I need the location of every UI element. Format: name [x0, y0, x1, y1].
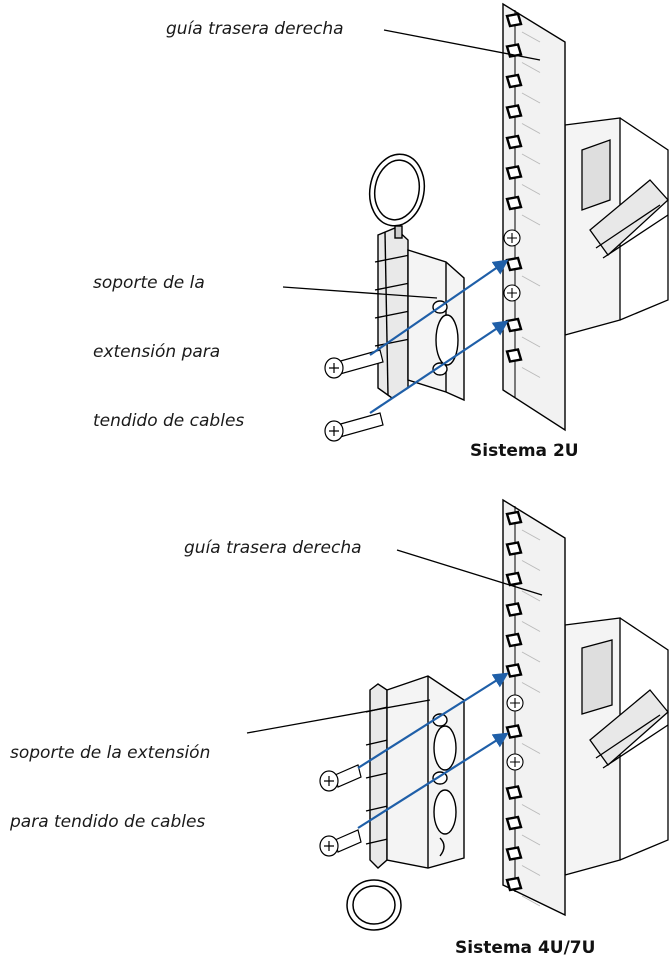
square-mounting-hole-icon: [505, 602, 523, 617]
square-mounting-hole-icon: [505, 165, 523, 180]
square-mounting-hole-icon: [505, 195, 523, 211]
bracket-label-line: tendido de cables: [93, 411, 245, 431]
square-mounting-hole-icon: [505, 724, 523, 739]
callout-lines: [282, 29, 541, 299]
bracket-label-2u: soporte de la extensión para tendido de …: [93, 226, 244, 456]
square-mounting-hole-icon: [505, 348, 523, 363]
insert-arrow-icon: [369, 259, 509, 414]
callout-lines: [246, 549, 543, 734]
pull-ring-icon: [346, 879, 402, 931]
square-mounting-hole-icon: [505, 571, 523, 587]
rail-tick: [521, 804, 541, 815]
rail-tick: [521, 123, 541, 134]
caption-4u-7u: Sistema 4U/7U: [455, 938, 596, 958]
rail-tick: [521, 275, 541, 287]
insert-arrow-icon: [357, 672, 509, 829]
rail-holes: [505, 12, 541, 378]
rail-tick: [521, 590, 541, 602]
square-mounting-hole-icon: [505, 256, 523, 272]
diagram-4u-7u: [246, 498, 669, 931]
rail-screw-icon: [506, 694, 524, 771]
pull-ring-icon: [368, 153, 426, 227]
rail-tick: [521, 31, 541, 43]
rack-rear-bracket: [564, 617, 669, 876]
rail-tick: [521, 184, 541, 195]
rear-rail: [502, 2, 566, 432]
bracket-label-line: soporte de la: [93, 273, 205, 293]
square-mounting-hole-icon: [505, 815, 523, 831]
rail-tick: [521, 743, 541, 754]
screw-icon: [319, 764, 362, 857]
rail-tick: [521, 651, 541, 663]
rail-tick: [521, 336, 541, 348]
square-mounting-hole-icon: [505, 785, 523, 800]
bracket-label-4u-7u: soporte de la extensión para tendido de …: [10, 696, 210, 857]
cable-arm-bracket: [374, 225, 465, 402]
square-mounting-hole-icon: [505, 134, 523, 150]
rail-tick: [521, 367, 541, 378]
square-mounting-hole-icon: [505, 43, 523, 58]
rail-label-4u-7u: guía trasera derecha: [184, 538, 362, 558]
rail-tick: [521, 895, 541, 907]
rail-tick: [521, 529, 541, 541]
rail-screw-icon: [503, 229, 521, 302]
rail-holes: [505, 510, 541, 907]
rail-tick: [521, 682, 541, 693]
diagram-2u: [282, 2, 669, 442]
rail-tick: [521, 214, 541, 226]
square-mounting-hole-icon: [505, 317, 523, 333]
square-mounting-hole-icon: [505, 12, 523, 28]
rail-tick: [521, 621, 541, 632]
square-mounting-hole-icon: [505, 876, 523, 892]
square-mounting-hole-icon: [505, 510, 523, 526]
bracket-label-line: soporte de la extensión: [10, 743, 211, 763]
caption-2u: Sistema 2U: [470, 441, 579, 461]
square-mounting-hole-icon: [505, 846, 523, 861]
rail-tick: [521, 560, 541, 571]
rail-tick: [521, 92, 541, 104]
square-mounting-hole-icon: [505, 632, 523, 648]
square-mounting-hole-icon: [505, 73, 523, 89]
cable-arm-bracket: [365, 675, 465, 869]
bracket-label-line: extensión para: [93, 342, 221, 362]
rail-tick: [521, 153, 541, 165]
rail-tick: [521, 62, 541, 73]
square-mounting-hole-icon: [505, 663, 523, 678]
rail-tick: [521, 834, 541, 846]
screw-icon: [324, 349, 384, 442]
square-mounting-hole-icon: [505, 104, 523, 119]
rail-label-2u: guía trasera derecha: [166, 19, 344, 39]
rack-rear-bracket: [564, 117, 669, 336]
bracket-label-line: para tendido de cables: [10, 812, 206, 832]
square-mounting-hole-icon: [505, 541, 523, 556]
rail-tick: [521, 865, 541, 876]
